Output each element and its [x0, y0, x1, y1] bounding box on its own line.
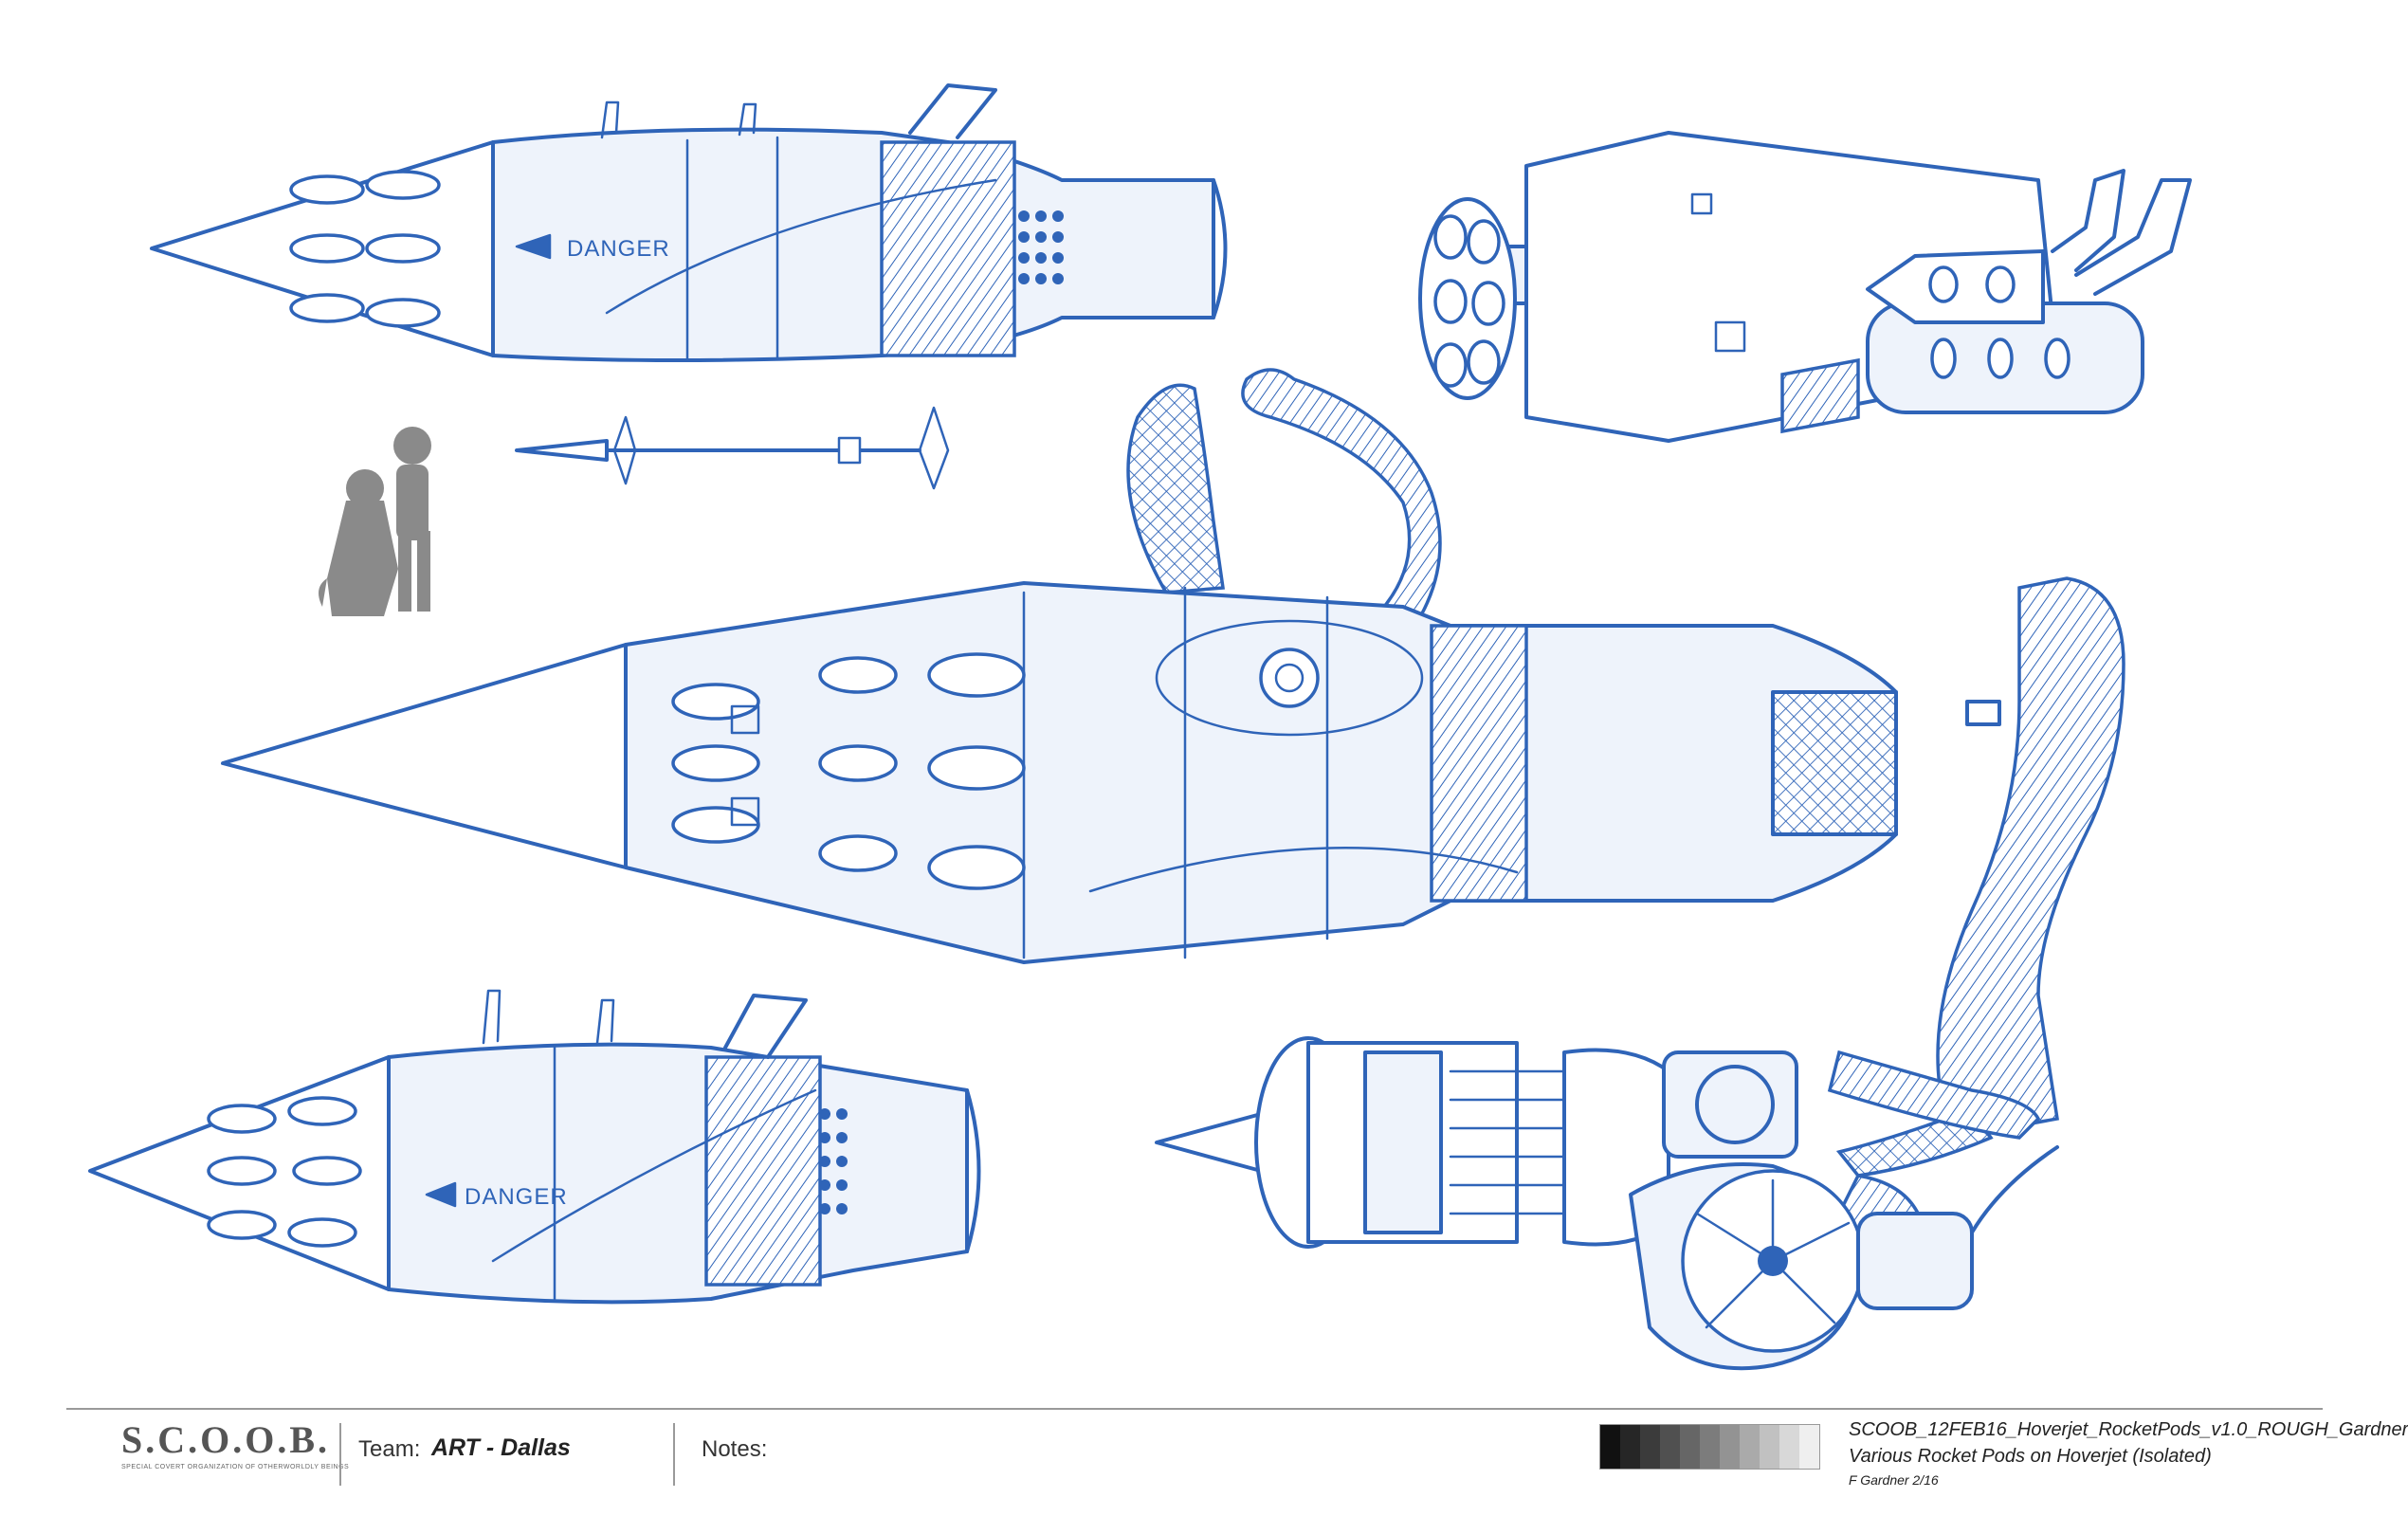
- logo-text: S.C.O.O.B.: [121, 1418, 331, 1461]
- sheet-description: Various Rocket Pods on Hoverjet (Isolate…: [1849, 1446, 2212, 1467]
- team-label: Team:: [358, 1436, 421, 1462]
- logo-tagline: SPECIAL COVERT ORGANIZATION OF OTHERWORL…: [121, 1464, 350, 1470]
- grayscale-swatch: [1720, 1425, 1740, 1469]
- missile-ports: [289, 170, 441, 328]
- artist-credit: F Gardner 2/16: [1849, 1472, 1939, 1488]
- footer-rule: [66, 1408, 2323, 1410]
- gatling-barrels: [1433, 214, 1505, 388]
- grayscale-swatch: [1600, 1425, 1620, 1469]
- svg-text:DANGER: DANGER: [567, 236, 670, 262]
- pod-vents: [1018, 210, 1064, 284]
- grayscale-swatch: [1620, 1425, 1640, 1469]
- grayscale-swatch: [1680, 1425, 1700, 1469]
- divider: [339, 1423, 341, 1486]
- concept-art-sheet: DANGER: [88, 83, 2192, 1371]
- divider: [673, 1423, 675, 1486]
- grayscale-swatch: [1660, 1425, 1680, 1469]
- team-value: ART - Dallas: [431, 1434, 571, 1461]
- small-missile: [515, 406, 950, 490]
- grayscale-swatch: [1740, 1425, 1760, 1469]
- grayscale-swatch: [1640, 1425, 1660, 1469]
- rocket-pod-bottom-left: DANGER: [88, 989, 981, 1305]
- missile-ports-large: [671, 652, 1026, 890]
- rocket-pod-bottom-right: [1155, 576, 2125, 1371]
- grayscale-calibration-strip: [1599, 1424, 1820, 1470]
- grayscale-swatch: [1700, 1425, 1720, 1469]
- grayscale-swatch: [1799, 1425, 1819, 1469]
- rocket-pod-center-large: [221, 368, 1898, 964]
- rocket-pod-top-left: DANGER: [150, 83, 1228, 362]
- notes-label: Notes:: [702, 1436, 768, 1462]
- svg-text:DANGER: DANGER: [465, 1184, 568, 1210]
- grayscale-swatch: [1779, 1425, 1799, 1469]
- title-block: S.C.O.O.B. SPECIAL COVERT ORGANIZATION O…: [0, 1408, 2408, 1534]
- character-silhouette: [319, 427, 431, 616]
- rocket-pod-top-right: [1418, 131, 2192, 443]
- grayscale-swatch: [1760, 1425, 1779, 1469]
- scoob-logo: S.C.O.O.B. SPECIAL COVERT ORGANIZATION O…: [121, 1417, 350, 1470]
- file-name: SCOOB_12FEB16_Hoverjet_RocketPods_v1.0_R…: [1849, 1419, 2408, 1440]
